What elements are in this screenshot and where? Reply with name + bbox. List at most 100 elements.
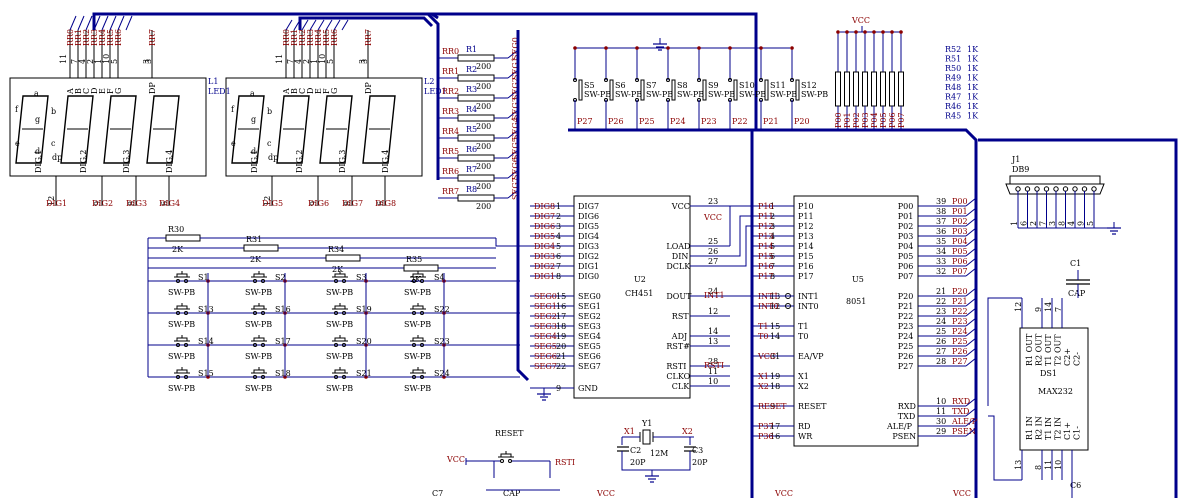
link-wire (495, 238, 530, 247)
ic-u5-pin-name: P02 (898, 222, 914, 231)
bus-entry (965, 257, 977, 267)
ic-u5-pin-number: 30 (936, 417, 946, 426)
bus-entry (965, 317, 977, 327)
ic-u2-pin-number: 12 (708, 307, 718, 316)
resistor-R4 (457, 114, 495, 122)
switch-contact (253, 343, 257, 347)
display-net-label: RR0 (282, 29, 291, 46)
ic-u5-net: P24 (952, 327, 968, 336)
digit-label-l2: DIG.1 (250, 150, 259, 173)
ic-u5-net: P21 (952, 297, 968, 306)
ic-u2-net: DIG4 (534, 242, 555, 251)
ic-u5-net: X1 (758, 372, 769, 381)
ic-u2-pin-name: DIG7 (578, 202, 599, 211)
display-net-label: RR6 (114, 29, 123, 46)
segment-letter: c (267, 139, 272, 148)
resistor-ref: R3 (466, 85, 477, 94)
switch-contact (604, 78, 608, 82)
ic-u2-pin-number: 21 (556, 352, 566, 361)
ic-u2-net: DIG6 (534, 222, 555, 231)
keypad-switch-value: SW-PB (326, 352, 353, 361)
ic-u2-pin-number: 4 (556, 232, 561, 241)
bus-entry (285, 19, 293, 31)
link-wire (730, 215, 752, 257)
ic-u2-pin-number: 15 (556, 292, 566, 301)
digit-label-l2: DIG.2 (295, 150, 304, 173)
ic-u2-net: DIG5 (534, 232, 555, 241)
max232-pin-number: 9 (1034, 307, 1043, 312)
ic-u5-pin-number: 7 (770, 262, 775, 271)
ic-u5-pin-number: 17 (770, 422, 780, 431)
keypad-switch-ref: S21 (356, 369, 372, 378)
bus-entry (309, 19, 317, 31)
switch-contact (508, 459, 512, 463)
max232-pin-number: 10 (1054, 460, 1063, 470)
ic-u5-pin-name: P00 (898, 202, 914, 211)
junction-dot (697, 46, 701, 50)
ic-u5-net: P05 (952, 247, 968, 256)
display-ref-l1: L1 (208, 77, 218, 86)
switch-contact (635, 78, 639, 82)
push-switch-S10 (733, 79, 738, 101)
ic-u2-pin-name: SEG0 (578, 292, 601, 301)
segment-letter: g (35, 115, 40, 124)
ic-u5-value: 8051 (846, 297, 866, 306)
crystal-value: 12M (650, 449, 668, 458)
connector-pin (1062, 186, 1069, 192)
switch-value: SW-PB (708, 90, 735, 99)
ic-u5-ref: U5 (852, 275, 864, 284)
ic-u5-pin-name: P11 (798, 212, 814, 221)
ic-u5-net: P16 (758, 262, 774, 271)
keypad-switch-ref: S4 (434, 273, 445, 282)
ic-u5-pin-name: EA/VP (798, 352, 824, 361)
pullup-resistor (844, 71, 850, 107)
resistor-value: 200 (476, 122, 491, 131)
reset-vcc: VCC (446, 455, 465, 464)
ic-u5-pin-name: P20 (898, 292, 914, 301)
junction-dot (863, 30, 867, 34)
ic-u5-net: P07 (952, 267, 968, 276)
resistor-net: RR1 (442, 67, 459, 76)
bus-entry (293, 19, 301, 31)
keypad-switch-value: SW-PB (245, 288, 272, 297)
bus-entry (965, 357, 977, 367)
bus-entry (507, 49, 519, 59)
ic-u2-pin-name: DIG2 (578, 252, 599, 261)
ic-u2-pin-name: DIG1 (578, 262, 599, 271)
ic-u5-net: P25 (952, 337, 968, 346)
digit-pin-number: 6 (376, 201, 385, 206)
display-pin-number: 4 (78, 59, 87, 64)
digit-outline-l2 (362, 95, 396, 164)
ic-u5-net: T1 (758, 322, 768, 331)
max232-pin-number: 7 (1054, 307, 1063, 312)
ic-u5-pin-name: TXD (898, 412, 915, 421)
switch-net: P27 (577, 117, 593, 126)
ic-u5-pin-name: P03 (898, 232, 914, 241)
connector-pin (1015, 186, 1021, 192)
switch-contact (334, 311, 338, 315)
connector-value: DB9 (1012, 165, 1029, 174)
ic-u5-pin-name: T1 (798, 322, 808, 331)
keypad-switch-value: SW-PB (404, 352, 431, 361)
ic-u2-value: CH451 (625, 289, 653, 298)
segment-letter: dp (268, 153, 278, 162)
ic-u5-pin-number: 32 (936, 267, 946, 276)
connector-pin-number: 4 (1067, 221, 1076, 226)
ic-u5-pin-name: WR (798, 432, 813, 441)
pullup-net: P00 (834, 112, 843, 128)
pullup-resistor (880, 71, 886, 107)
switch-contact (334, 375, 338, 379)
max232-pin-number: 11 (1044, 460, 1053, 470)
display-net-label: RR5 (106, 29, 115, 46)
resistor-net: RR3 (442, 107, 459, 116)
junction-dot (666, 46, 670, 50)
display-pin-name: B (290, 88, 299, 94)
ic-u5-pin-name: P26 (898, 352, 914, 361)
connector-pin-number: 6 (1020, 221, 1029, 226)
resistor-net: RR6 (442, 167, 459, 176)
connector-pin-number: 5 (1086, 221, 1095, 226)
ic-u5-pin-name: P15 (798, 252, 814, 261)
pullup-net: P04 (870, 112, 879, 128)
switch-contact (253, 375, 257, 379)
keypad-switch-value: SW-PB (245, 352, 272, 361)
